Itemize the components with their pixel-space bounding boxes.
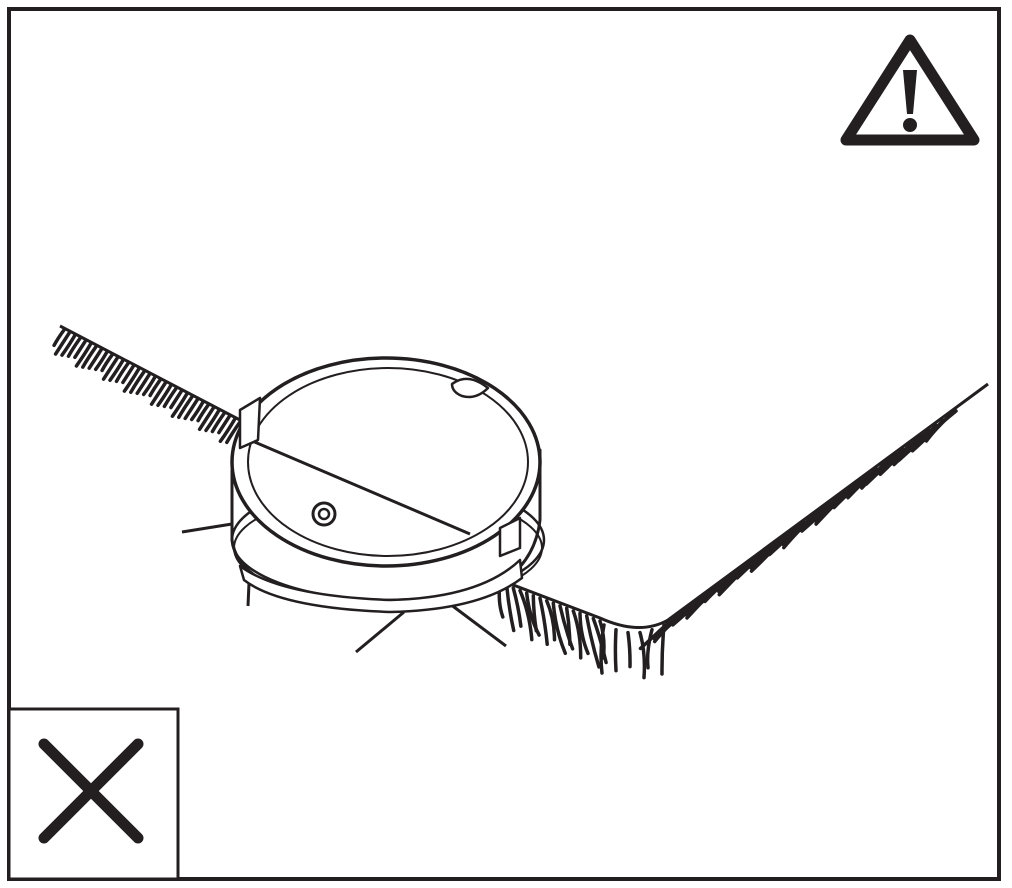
fringe-strand xyxy=(544,598,557,642)
fringe-strand xyxy=(87,347,104,370)
fringe-strand xyxy=(210,411,226,434)
robot-vacuum xyxy=(181,356,546,654)
fringe-strand xyxy=(170,392,189,418)
side-brush-bristle xyxy=(181,522,233,534)
prohibited-box xyxy=(7,707,180,881)
robot-bumper-front xyxy=(238,558,524,614)
fringe-strand xyxy=(81,344,98,369)
fringe-strand xyxy=(571,609,583,660)
fringe-strand xyxy=(584,614,601,669)
fringe-strand xyxy=(156,384,173,408)
power-button xyxy=(311,501,337,527)
fringe-strand xyxy=(93,350,109,372)
fringe-strand xyxy=(599,623,606,675)
fringe-strand xyxy=(189,400,205,422)
robot-top-inner-ring xyxy=(247,367,529,557)
fringe-strand xyxy=(225,420,242,445)
fringe-strand xyxy=(141,375,157,397)
fringe-strand xyxy=(538,596,549,646)
fringe-strand xyxy=(578,611,590,656)
fringe-strand xyxy=(626,630,632,669)
carpet-edge-line-right xyxy=(499,382,989,630)
side-brush-bristle xyxy=(355,610,405,654)
carpet-fringe-left xyxy=(52,328,242,445)
fringe-strand xyxy=(645,627,654,670)
fringe-strand xyxy=(66,336,82,358)
fringe-strand xyxy=(518,588,534,642)
robot-front-flap xyxy=(498,516,522,558)
fringe-strand xyxy=(196,403,210,423)
fringe-strand xyxy=(53,331,72,356)
fringe-strand xyxy=(108,358,125,382)
fringe-strand xyxy=(100,353,114,373)
robot-rear-flap xyxy=(238,396,262,450)
fringe-strand xyxy=(638,630,647,680)
fringe-strand xyxy=(73,339,88,360)
fringe-strand xyxy=(511,586,523,628)
fringe-strand xyxy=(101,356,120,381)
fringe-strand xyxy=(217,414,232,435)
fringe-strand xyxy=(149,381,168,406)
fringe-strand xyxy=(114,361,130,384)
fringe-strand xyxy=(177,395,194,420)
fringe-strand xyxy=(197,406,216,432)
fringe-strand xyxy=(148,378,162,398)
fringe-strand xyxy=(204,409,221,433)
fringe-strand xyxy=(183,397,200,421)
fringe-strand xyxy=(551,601,568,656)
fringe-strand xyxy=(915,409,958,446)
fringe-strand xyxy=(129,370,146,394)
fringe-strand xyxy=(169,389,184,410)
fringe-strand xyxy=(162,386,178,409)
carpet-fringe-right xyxy=(497,409,958,680)
fringe-strand xyxy=(564,606,572,647)
robot-sensor-window xyxy=(450,377,490,399)
fringe-strand xyxy=(74,342,93,368)
power-icon xyxy=(317,507,331,521)
fringe-strand xyxy=(531,593,539,633)
fringe-strand xyxy=(121,364,136,385)
fringe-strand xyxy=(122,367,141,393)
cross-mark-icon xyxy=(38,738,144,844)
fringe-strand xyxy=(613,627,618,673)
fringe-strand xyxy=(135,372,152,396)
side-brush-bristle xyxy=(449,602,507,648)
warning-triangle-icon xyxy=(840,34,980,146)
robot-top-lid xyxy=(230,356,542,568)
fringe-strand xyxy=(218,417,237,444)
fringe-strand xyxy=(52,328,66,348)
fringe-strand xyxy=(558,604,575,651)
robot-lid-division xyxy=(249,438,471,536)
fringe-strand xyxy=(504,583,516,633)
fringe-strand xyxy=(60,333,77,357)
